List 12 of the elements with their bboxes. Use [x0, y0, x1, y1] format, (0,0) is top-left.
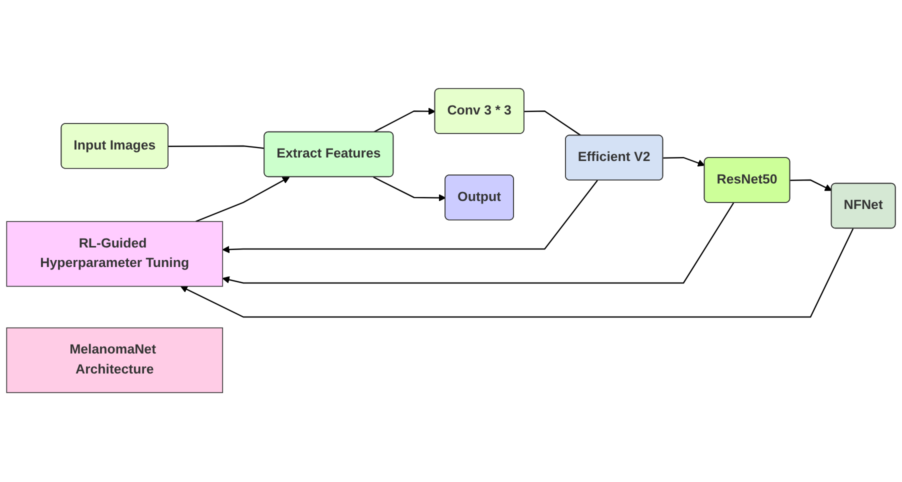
connector	[168, 146, 265, 150]
connector	[524, 110, 582, 136]
node-box: RL-Guided Hyperparameter Tuning	[6, 221, 224, 288]
arrow	[373, 108, 436, 134]
arrow	[373, 176, 446, 202]
node-box: MelanomaNet Architecture	[6, 328, 224, 394]
arrow	[180, 228, 854, 318]
arrow	[790, 180, 832, 192]
arrow	[222, 180, 598, 254]
arrow	[222, 202, 734, 284]
arrow	[663, 157, 705, 167]
arrow	[195, 177, 290, 222]
